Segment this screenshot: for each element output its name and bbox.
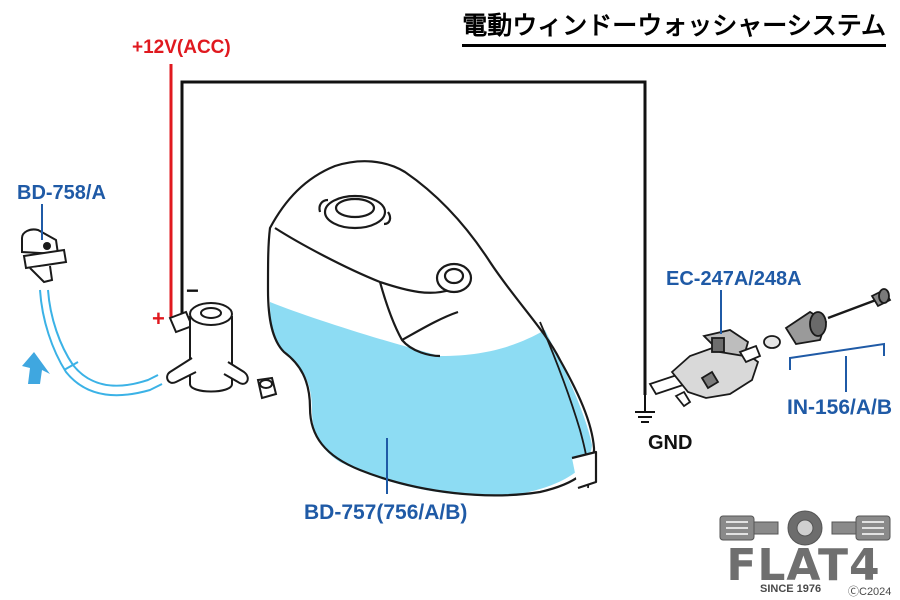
knob-part-label: IN-156/A/B bbox=[787, 396, 892, 419]
logo-copyright: ⒸC2024 bbox=[848, 586, 892, 598]
nozzle-part-label: BD-758/A bbox=[17, 182, 106, 204]
flat4-logo: FLAT4 SINCE 1976 ⒸC2024 bbox=[716, 508, 896, 600]
washer-switch bbox=[648, 329, 781, 408]
logo-since: SINCE 1976 bbox=[760, 583, 822, 595]
washer-hose bbox=[39, 289, 163, 397]
flow-arrow-icon bbox=[22, 352, 50, 384]
tank-fluid bbox=[270, 302, 592, 496]
engine-emblem-icon bbox=[719, 510, 891, 546]
page-title: 電動ウィンドーウォッシャーシステム bbox=[462, 6, 886, 47]
plus-terminal-label: + bbox=[152, 306, 165, 331]
ground-wire bbox=[180, 80, 647, 395]
power-label: +12V(ACC) bbox=[132, 37, 231, 58]
wiper-knob bbox=[784, 288, 892, 345]
nozzle bbox=[21, 228, 68, 284]
gnd-label: GND bbox=[648, 432, 692, 454]
switch-part-label: EC-247A/248A bbox=[666, 268, 802, 290]
washer-tank bbox=[266, 160, 598, 497]
ground-symbol bbox=[635, 395, 655, 423]
minus-terminal-label: − bbox=[186, 278, 199, 303]
washer-pump bbox=[166, 302, 278, 400]
tank-part-label: BD-757(756/A/B) bbox=[304, 501, 467, 524]
title-bar: 電動ウィンドーウォッシャーシステム bbox=[0, 0, 900, 47]
logo-wordmark: FLAT4 bbox=[726, 540, 881, 591]
knob-bracket bbox=[789, 342, 885, 370]
